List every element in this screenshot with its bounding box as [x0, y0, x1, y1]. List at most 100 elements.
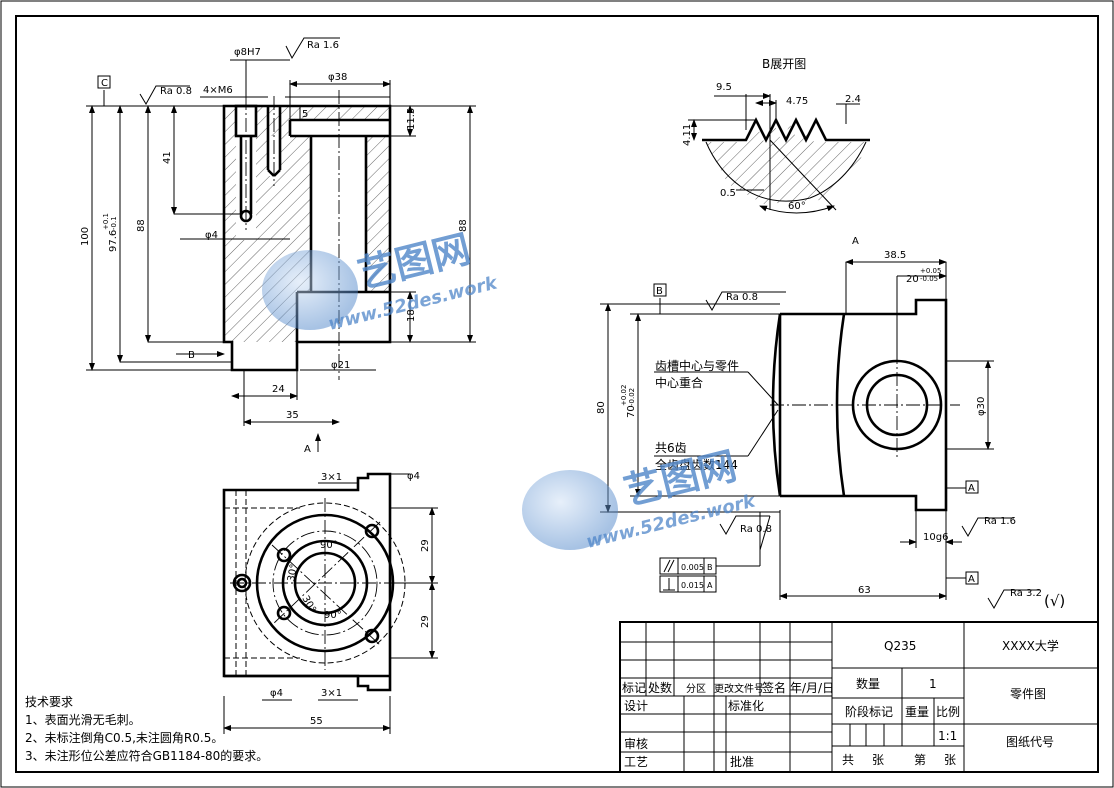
top-view: 3×1 φ4 90° 30° 30° 90° 29 29 φ4 3×1 55	[222, 471, 438, 734]
watermark-2: 艺图网 www.52des.work	[522, 443, 758, 553]
section-a-top-label: A	[852, 236, 859, 247]
dim-88-left: 88	[136, 219, 147, 232]
dim-97-6-tol-dn: -0.1	[110, 216, 118, 230]
section-a-arrow-label: A	[304, 444, 311, 455]
dim-4-top-view-2: φ4	[270, 688, 283, 699]
ra-side-bottom: Ra 0.8	[740, 524, 772, 535]
dim-80: 80	[596, 401, 607, 414]
tol-parallel-value: 0.005	[681, 563, 704, 572]
dim-55: 55	[310, 716, 323, 727]
dim-70: 70	[626, 405, 637, 418]
dim-97-6: 97.6	[108, 230, 119, 252]
dim-2-4: 2.4	[845, 94, 861, 105]
tb-review: 审核	[624, 736, 648, 751]
dim-4-top-view: φ4	[407, 471, 420, 482]
ra-general-symbol: (√)	[1044, 592, 1065, 610]
tb-quantity-value: 1	[929, 677, 937, 691]
tol-parallel-ref: B	[707, 563, 713, 572]
tb-school: XXXX大学	[1002, 638, 1059, 653]
dim-3x1-top: 3×1	[321, 472, 342, 483]
tb-header-date: 年/月/日	[790, 681, 834, 695]
dim-63: 63	[858, 585, 871, 596]
dim-88-right: 88	[458, 219, 469, 232]
dim-100: 100	[80, 227, 91, 246]
tb-header-zone: 分区	[686, 683, 706, 695]
tb-weight: 重量	[905, 705, 929, 719]
development-view: B展开图 9.5 4.75 2.4 4.11 0.5 60°	[682, 57, 870, 214]
dim-70-tol-up: +0.02	[620, 385, 628, 406]
dim-11-5: 11.5	[406, 108, 417, 130]
dim-24: 24	[272, 384, 285, 395]
tb-drawing-code: 图纸代号	[1006, 735, 1054, 749]
dim-41: 41	[162, 151, 173, 164]
tol-perp-ref: A	[707, 581, 713, 590]
side-view: A	[596, 236, 1065, 610]
tol-perp-value: 0.015	[681, 581, 704, 590]
tb-header-count: 处数	[648, 680, 672, 695]
tb-total-label: 共	[842, 753, 854, 767]
tb-design: 设计	[624, 699, 648, 713]
datum-c: C	[101, 78, 108, 89]
dim-97-6-tol-up: +0.1	[102, 213, 110, 230]
tech-req-title: 技术要求	[25, 695, 73, 709]
tb-process: 工艺	[624, 755, 648, 769]
datum-b-label: B	[656, 286, 663, 297]
ang-60: 60°	[788, 201, 806, 212]
ra-general: Ra 3.2	[1010, 588, 1042, 599]
dim-20: 20	[906, 274, 919, 285]
dim-4-11: 4.11	[682, 124, 693, 146]
ra-right: Ra 0.8	[726, 292, 758, 303]
dim-18: 18	[406, 309, 417, 322]
tech-req-item-3: 3、未注形位公差应符合GB1184-80的要求。	[25, 748, 268, 763]
dim-38: φ38	[328, 72, 347, 83]
tb-standardization: 标准化	[728, 699, 764, 713]
ra-left: Ra 0.8	[160, 86, 192, 97]
tb-stage-mark: 阶段标记	[845, 704, 893, 719]
dim-5: 5	[302, 109, 308, 120]
dim-3x1-bottom: 3×1	[321, 688, 342, 699]
dim-29-a: 29	[420, 539, 431, 552]
tb-nth-label: 第	[914, 753, 926, 767]
tb-header-change-doc: 更改文件号	[714, 682, 764, 695]
tb-part-name: 零件图	[1010, 687, 1046, 701]
ang-90-b: 90°	[324, 610, 342, 621]
section-b-label: B	[188, 350, 195, 361]
tb-scale-label: 比例	[936, 705, 960, 719]
ra-top: Ra 1.6	[307, 40, 339, 51]
tb-header-mark: 标记	[622, 681, 646, 695]
tb-sheet-unit-2: 张	[944, 753, 956, 767]
dim-30: φ30	[976, 397, 987, 416]
dim-35: 35	[286, 410, 299, 421]
tb-material: Q235	[884, 639, 916, 653]
tb-header-signature: 签名	[762, 680, 786, 695]
tb-sheet-unit-1: 张	[872, 753, 884, 767]
note-teeth-center-1: 齿槽中心与零件	[655, 358, 739, 373]
title-block: 标记 处数 分区 更改文件号 签名 年/月/日 设计 标准化 审核 工艺 批准 …	[619, 621, 1099, 773]
dim-38-5: 38.5	[884, 250, 906, 261]
dim-20-tol-dn: -0.05	[920, 275, 938, 283]
dim-9-5: 9.5	[716, 82, 732, 93]
dim-21: φ21	[331, 360, 350, 371]
ang-30-a: 30°	[286, 563, 300, 582]
tech-req-item-2: 2、未标注倒角C0.5,未注圆角R0.5。	[25, 730, 223, 745]
dim-0-5: 0.5	[720, 188, 736, 199]
dim-tap: 4×M6	[203, 85, 233, 96]
ang-90-a: 90°	[320, 540, 338, 551]
dim-10g6: 10g6	[923, 532, 948, 543]
ra-side-right: Ra 1.6	[984, 516, 1016, 527]
note-teeth-center-2: 中心重合	[655, 375, 703, 390]
development-title: B展开图	[762, 57, 806, 71]
tech-req-item-1: 1、表面光滑无毛刺。	[25, 713, 141, 727]
dim-4: φ4	[205, 230, 218, 241]
datum-a-label-2: A	[968, 574, 975, 585]
datum-a-label-1: A	[968, 483, 975, 494]
tech-requirements: 技术要求 1、表面光滑无毛刺。 2、未标注倒角C0.5,未注圆角R0.5。 3、…	[25, 695, 268, 763]
dim-29-b: 29	[420, 615, 431, 628]
tb-approve: 批准	[730, 754, 754, 769]
dim-70-tol-dn: -0.02	[628, 388, 636, 406]
note-teeth-count-2: 全齿盘齿数144	[655, 457, 738, 472]
dim-bore-8: φ8H7	[234, 47, 261, 58]
inner-frame	[15, 15, 1099, 773]
